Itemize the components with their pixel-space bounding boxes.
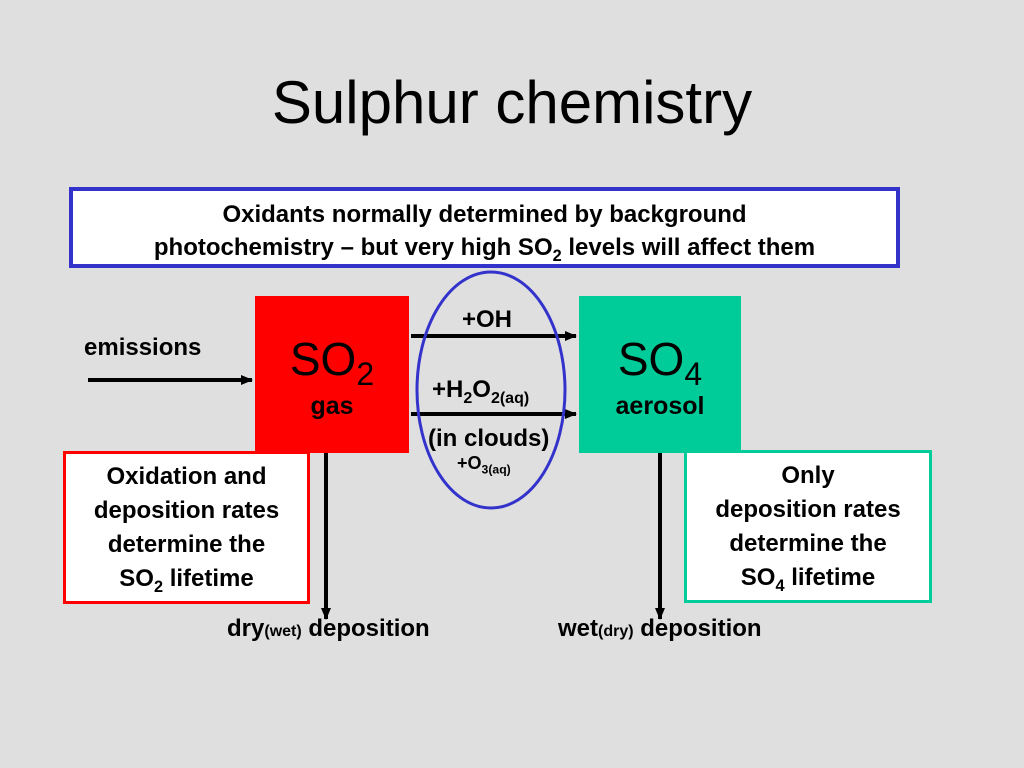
so4-info-line-3: determine the xyxy=(729,530,887,557)
note-line-2-subscript: 2 xyxy=(552,246,562,265)
so2-base: SO xyxy=(289,333,357,385)
so2-info-line-4: SO2 lifetime xyxy=(66,562,307,604)
note-line-2-text: photochemistry – but very high SO xyxy=(153,234,553,261)
so4-subscript: 4 xyxy=(684,356,703,393)
note-line-2-tail: levels will affect them xyxy=(561,234,816,261)
note-line-1: Oxidants normally determined by backgrou… xyxy=(222,201,747,228)
so4-info-sub: 4 xyxy=(775,576,785,595)
so2-formula: SO2 xyxy=(255,336,409,390)
so4-base: SO xyxy=(617,333,685,385)
so2-subscript: 2 xyxy=(356,356,375,393)
wet-deposition-tail: deposition xyxy=(633,615,762,642)
o3-sub: 3(aq) xyxy=(481,462,511,477)
so2-info-post: lifetime xyxy=(163,565,254,592)
h2o2-label: +H2O2(aq) xyxy=(432,376,529,408)
so2-info-pre: SO xyxy=(119,565,154,592)
pathways-ellipse xyxy=(415,270,567,510)
dry-deposition-label: dry(wet) deposition xyxy=(227,615,430,643)
h2o2-mid: O xyxy=(472,376,491,403)
so2-info-line-2: deposition rates xyxy=(93,497,280,524)
dry-deposition-tail: deposition xyxy=(301,615,430,642)
so4-info-pre: SO xyxy=(740,564,776,591)
oxidants-note-box: Oxidants normally determined by backgrou… xyxy=(69,187,900,268)
note-line-2: photochemistry – but very high SO2 level… xyxy=(73,231,896,273)
so2-phase: gas xyxy=(310,392,354,421)
so2-lifetime-box: Oxidation and deposition rates determine… xyxy=(63,451,310,604)
so2-info-line-1: Oxidation and xyxy=(106,463,267,490)
slide-title: Sulphur chemistry xyxy=(271,69,753,136)
wet-deposition-label: wet(dry) deposition xyxy=(558,615,762,643)
oh-label: +OH xyxy=(462,306,513,333)
so4-formula: SO4 xyxy=(579,336,741,390)
so4-lifetime-box: Only deposition rates determine the SO4 … xyxy=(684,450,932,603)
o3-pre: +O xyxy=(457,453,482,473)
h2o2-sub2: 2(aq) xyxy=(490,389,530,407)
so4-box: SO4 aerosol xyxy=(579,296,741,453)
so2-box: SO2 gas xyxy=(255,296,409,453)
wet-deposition-main: wet xyxy=(558,615,599,642)
so4-info-post: lifetime xyxy=(784,564,876,591)
so2-info-sub: 2 xyxy=(153,577,164,596)
h2o2-pre: +H xyxy=(432,376,464,403)
dry-deposition-main: dry xyxy=(227,615,265,642)
so4-info-line-1: Only xyxy=(781,462,835,489)
h2o2-sub1: 2 xyxy=(463,389,473,407)
in-clouds-label: (in clouds) xyxy=(428,425,550,452)
emissions-label: emissions xyxy=(84,334,202,361)
wet-deposition-sub: (dry) xyxy=(598,623,634,640)
so4-info-line-2: deposition rates xyxy=(715,496,901,523)
so2-info-line-3: determine the xyxy=(107,531,266,558)
so4-info-line-4: SO4 lifetime xyxy=(687,561,929,603)
dry-deposition-sub: (wet) xyxy=(264,623,302,640)
o3-label: +O3(aq) xyxy=(457,453,511,477)
so4-phase: aerosol xyxy=(615,392,705,421)
